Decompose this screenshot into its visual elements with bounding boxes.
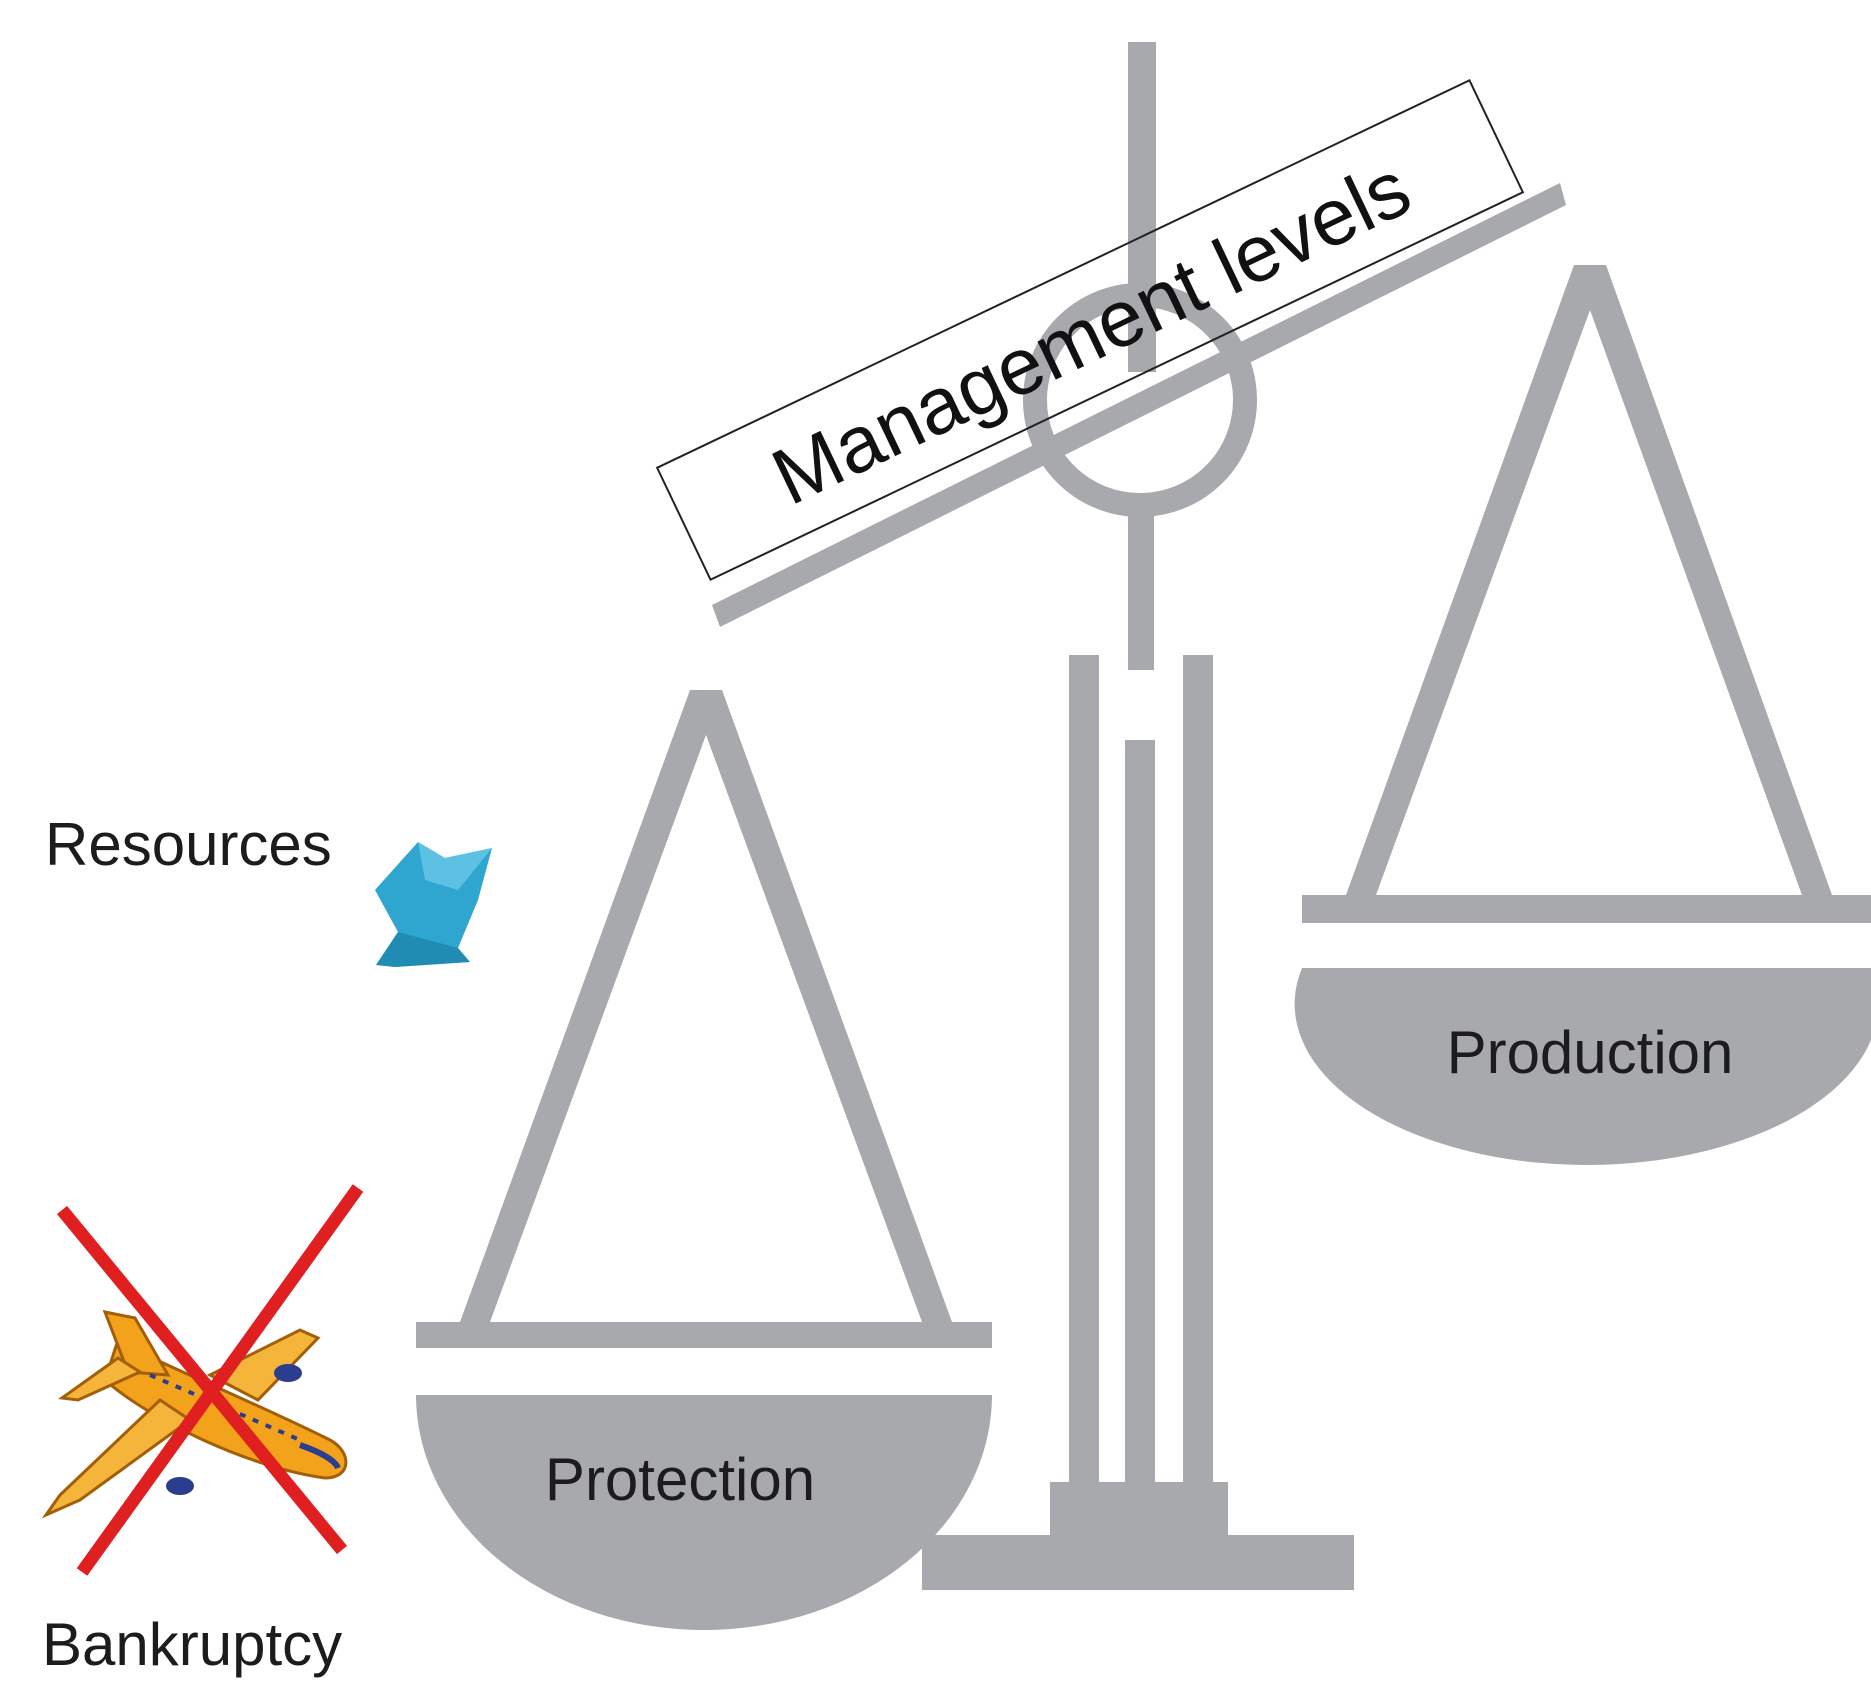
production-label: Production — [1447, 1019, 1734, 1086]
balance-scale — [416, 42, 1871, 1630]
right-pan-bar — [1302, 895, 1871, 923]
left-pan-hanger — [460, 690, 952, 1322]
pivot-neck — [1128, 505, 1154, 670]
left-pan-bar — [416, 1322, 992, 1348]
column-right-pillar — [1183, 655, 1213, 1485]
management-levels-frame — [655, 78, 1525, 582]
resources-label: Resources — [45, 811, 332, 878]
right-pan-hanger — [1346, 265, 1832, 895]
arrow-icon — [375, 842, 492, 967]
left-pan-bowl — [416, 1395, 992, 1630]
bankruptcy-label: Bankruptcy — [42, 1611, 342, 1678]
column-left-pillar — [1069, 655, 1099, 1485]
red-cross — [56, 1184, 364, 1576]
base-plate — [922, 1535, 1354, 1590]
top-rod — [1128, 42, 1156, 372]
crossed-airplane-icon — [41, 1184, 364, 1576]
right-pan-bowl — [1294, 968, 1871, 1165]
management-levels-label: Management levels — [759, 143, 1423, 522]
protection-label: Protection — [545, 1446, 815, 1513]
tilted-beam — [712, 183, 1566, 627]
column-center-pillar — [1125, 740, 1155, 1485]
